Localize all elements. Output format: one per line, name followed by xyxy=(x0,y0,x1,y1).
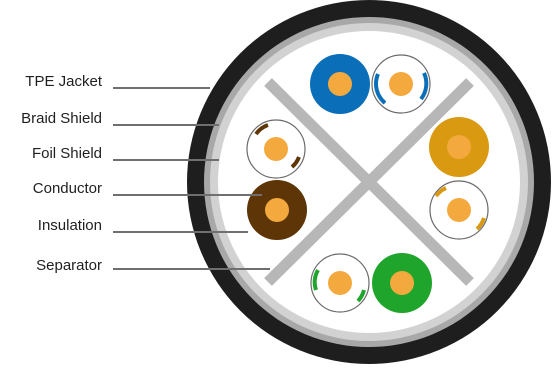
brown-wire-conductor xyxy=(265,198,289,222)
green-white-stripe-2 xyxy=(356,289,366,303)
blue-white-stripe xyxy=(374,73,387,105)
brown-white-stripe-2 xyxy=(290,156,301,169)
blue-wire-conductor xyxy=(328,72,352,96)
orange-wire-conductor xyxy=(447,135,471,159)
blue-white-stripe-2 xyxy=(419,72,429,101)
orange-white-stripe xyxy=(434,186,447,198)
leader-lines xyxy=(113,87,270,270)
separator xyxy=(264,78,474,286)
green-wire-conductor xyxy=(390,271,414,295)
orange-pair xyxy=(429,117,489,240)
brown-white-stripe xyxy=(254,123,269,136)
brown-white-wire-conductor xyxy=(264,137,288,161)
orange-white-stripe-2 xyxy=(475,217,486,231)
orange-white-wire-conductor xyxy=(447,198,471,222)
separator-label: Separator xyxy=(36,257,102,274)
green-pair xyxy=(310,253,432,313)
separator-arm-2 xyxy=(264,78,474,286)
brown-pair xyxy=(246,119,307,240)
green-white-wire-conductor xyxy=(328,271,352,295)
insulation-label: Insulation xyxy=(37,217,102,234)
blue-white-wire-conductor xyxy=(389,72,413,96)
conductor-label: Conductor xyxy=(32,180,102,197)
braid-shield-label: Braid Shield xyxy=(21,110,102,127)
green-white-stripe xyxy=(312,269,320,291)
foil-shield-label: Foil Shield xyxy=(31,145,102,162)
blue-pair xyxy=(310,54,431,114)
tpe-jacket-label: TPE Jacket xyxy=(25,73,102,90)
